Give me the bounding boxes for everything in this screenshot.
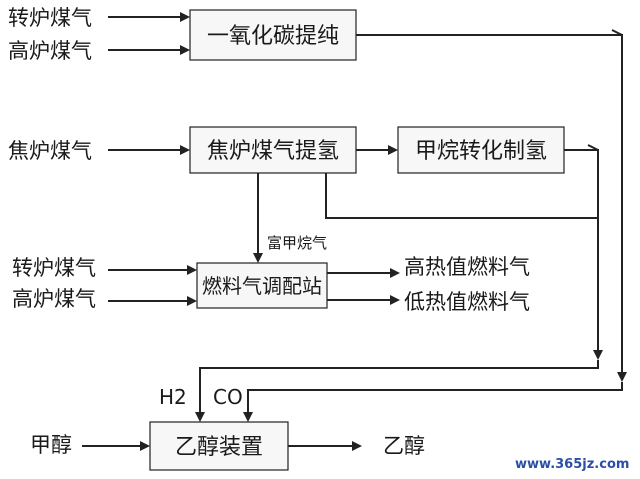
label-ethanol: 乙醇 bbox=[383, 434, 425, 458]
label-low-fuel: 低热值燃料气 bbox=[404, 290, 530, 314]
input-zhuanlu-top: 转炉煤气 bbox=[8, 6, 92, 30]
arrow-fuel-station-to-high-fuel bbox=[327, 268, 400, 278]
arrow-co-purify-output bbox=[356, 29, 627, 382]
arrow-coke-h2-to-methane-h2 bbox=[356, 145, 398, 155]
input-zhuanlu-mid: 转炉煤气 bbox=[12, 256, 96, 280]
box-coke-h2-label: 焦炉煤气提氢 bbox=[207, 139, 339, 164]
box-methane-h2: 甲烷转化制氢 bbox=[397, 126, 565, 174]
box-co-purify-label: 一氧化碳提纯 bbox=[207, 24, 339, 49]
arrow-zhuanlu-to-fuel-station bbox=[108, 265, 197, 275]
label-h2: H2 bbox=[159, 385, 187, 409]
label-high-fuel: 高热值燃料气 bbox=[404, 255, 530, 279]
arrow-zhuanlu-to-co-purify bbox=[108, 12, 190, 22]
label-co: CO bbox=[213, 385, 243, 409]
arrow-fuel-station-to-low-fuel bbox=[327, 295, 400, 305]
box-ethanol-unit: 乙醇装置 bbox=[149, 421, 289, 471]
arrow-methane-h2-output bbox=[564, 144, 603, 360]
input-gaolu-top: 高炉煤气 bbox=[8, 39, 92, 63]
input-gaolu-mid: 高炉煤气 bbox=[12, 287, 96, 311]
arrow-coke-h2-bypass bbox=[325, 173, 598, 219]
arrow-gaolu-to-fuel-station bbox=[108, 296, 197, 306]
arrow-methanol-to-ethanol-unit bbox=[82, 441, 150, 451]
arrow-gaolu-to-co-purify bbox=[108, 45, 190, 55]
arrow-ethanol-unit-to-ethanol bbox=[288, 441, 362, 451]
box-methane-h2-label: 甲烷转化制氢 bbox=[415, 139, 547, 164]
label-methane-rich: 富甲烷气 bbox=[267, 234, 327, 252]
arrow-h2-to-ethanol-unit bbox=[195, 360, 599, 422]
input-jiaolu: 焦炉煤气 bbox=[8, 139, 92, 163]
box-fuel-station-label: 燃料气调配站 bbox=[202, 274, 322, 298]
arrow-jiaolu-to-coke-h2 bbox=[108, 145, 190, 155]
arrow-coke-h2-to-fuel-station bbox=[253, 173, 263, 263]
input-methanol: 甲醇 bbox=[30, 433, 72, 457]
box-coke-h2: 焦炉煤气提氢 bbox=[189, 126, 357, 174]
box-fuel-station: 燃料气调配站 bbox=[196, 262, 328, 309]
watermark-text: www.365jz.com bbox=[515, 457, 629, 472]
arrow-co-to-ethanol-unit bbox=[243, 382, 623, 422]
box-co-purify: 一氧化碳提纯 bbox=[189, 9, 357, 61]
box-ethanol-unit-label: 乙醇装置 bbox=[175, 435, 263, 460]
